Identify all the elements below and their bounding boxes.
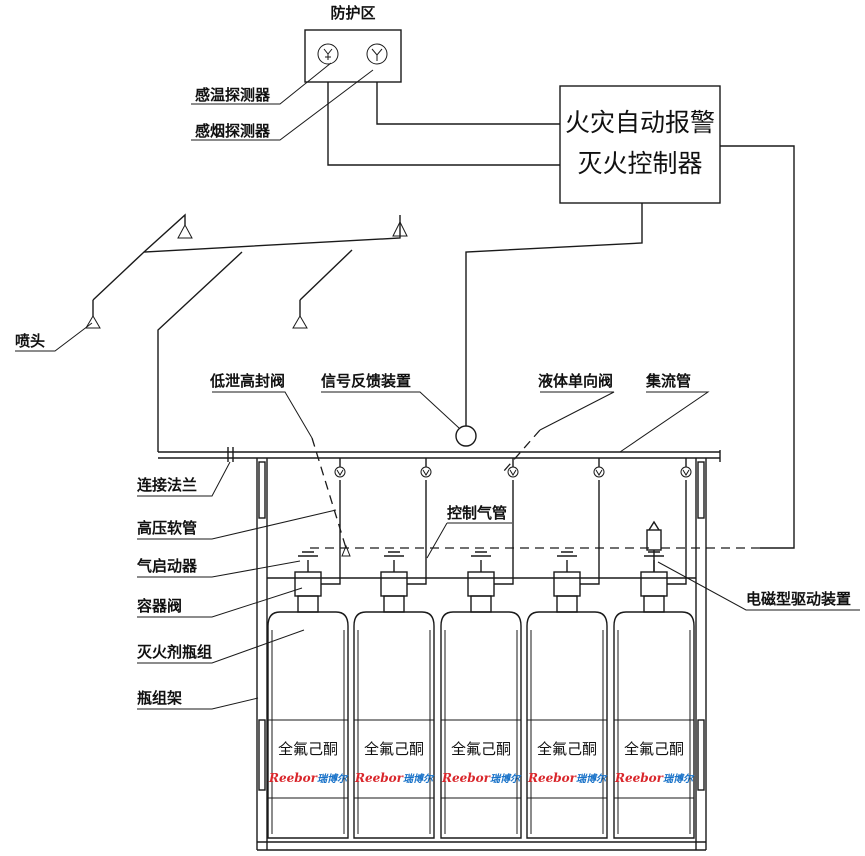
control-pipe-label: 控制气管 [447, 504, 507, 522]
smoke-detector-label: 感烟探测器 [195, 122, 271, 140]
cylinder-agent-label: 全氟己酮 [364, 740, 424, 758]
cylinder: 全氟己酮 Reebor瑞博尔 [613, 458, 695, 839]
brand-name-latin: Reebor [527, 771, 578, 785]
check-valve-icon [507, 466, 519, 478]
nozzle-label: 喷头 [15, 332, 45, 350]
nozzle-icon [177, 223, 193, 239]
temp-detector-label: 感温探测器 [195, 86, 271, 104]
cylinder-rack [256, 458, 707, 851]
brand-name-cn: 瑞博尔 [403, 773, 435, 785]
manifold-label: 集流管 [645, 372, 691, 390]
signal-feedback-label: 信号反馈装置 [321, 372, 411, 390]
brand-logo-label: Reebor瑞博尔 [527, 771, 608, 785]
check-valve-icon [420, 466, 432, 478]
signal-feedback-icon [455, 425, 477, 447]
cylinder: 全氟己酮 Reebor瑞博尔 [440, 458, 522, 839]
check-valve-icon [593, 466, 605, 478]
rack-label: 瓶组架 [137, 689, 182, 707]
nozzle-icon [292, 315, 308, 329]
brand-name-latin: Reebor [268, 771, 319, 785]
brand-name-cn: 瑞博尔 [317, 773, 349, 785]
container-valve-icon [640, 571, 668, 597]
brand-logo-label: Reebor瑞博尔 [441, 771, 522, 785]
brand-name-cn: 瑞博尔 [663, 773, 695, 785]
solenoid-drive-icon [646, 520, 662, 572]
pilot-actuator-label: 气启动器 [136, 557, 198, 575]
brand-name-cn: 瑞博尔 [576, 773, 608, 785]
check-valve-icon [334, 466, 346, 478]
smoke-detector-icon [366, 43, 388, 65]
cylinder: 全氟己酮 Reebor瑞博尔 [353, 458, 435, 839]
nozzle-icon [392, 220, 408, 237]
brand-logo-label: Reebor瑞博尔 [354, 771, 435, 785]
cylinder-agent-label: 全氟己酮 [624, 740, 684, 758]
check-valve-label: 液体单向阀 [538, 372, 613, 390]
container-valve-label: 容器阀 [136, 597, 182, 615]
temp-detector-icon [317, 43, 339, 65]
zone-title: 防护区 [330, 4, 375, 22]
hose-label: 高压软管 [137, 519, 197, 537]
brand-name-latin: Reebor [354, 771, 405, 785]
cylinder-group-label: 灭火剂瓶组 [136, 643, 212, 661]
fire-alarm-controller [559, 85, 721, 204]
protection-zone-box [304, 29, 402, 83]
check-valve-icon [680, 466, 692, 478]
cylinder: 全氟己酮 Reebor瑞博尔 [267, 458, 349, 839]
controller-line1: 火灾自动报警 [565, 108, 715, 137]
nozzle-icon [85, 315, 101, 329]
low-leak-valve-label: 低泄高封阀 [209, 372, 285, 390]
cylinder-agent-label: 全氟己酮 [537, 740, 597, 758]
container-valve-icon [553, 571, 581, 597]
cylinder-agent-label: 全氟己酮 [451, 740, 511, 758]
brand-name-latin: Reebor [614, 771, 665, 785]
low-leak-valve-icon [341, 544, 351, 557]
container-valve-icon [467, 571, 495, 597]
brand-logo-label: Reebor瑞博尔 [614, 771, 695, 785]
brand-logo-label: Reebor瑞博尔 [268, 771, 349, 785]
cylinder-agent-label: 全氟己酮 [278, 740, 338, 758]
container-valve-icon [294, 571, 322, 597]
flange-label: 连接法兰 [137, 476, 197, 494]
brand-name-cn: 瑞博尔 [490, 773, 522, 785]
brand-name-latin: Reebor [441, 771, 492, 785]
cylinder: 全氟己酮 Reebor瑞博尔 [526, 458, 608, 839]
controller-line2: 灭火控制器 [577, 149, 702, 178]
solenoid-label: 电磁型驱动装置 [746, 590, 851, 608]
container-valve-icon [380, 571, 408, 597]
